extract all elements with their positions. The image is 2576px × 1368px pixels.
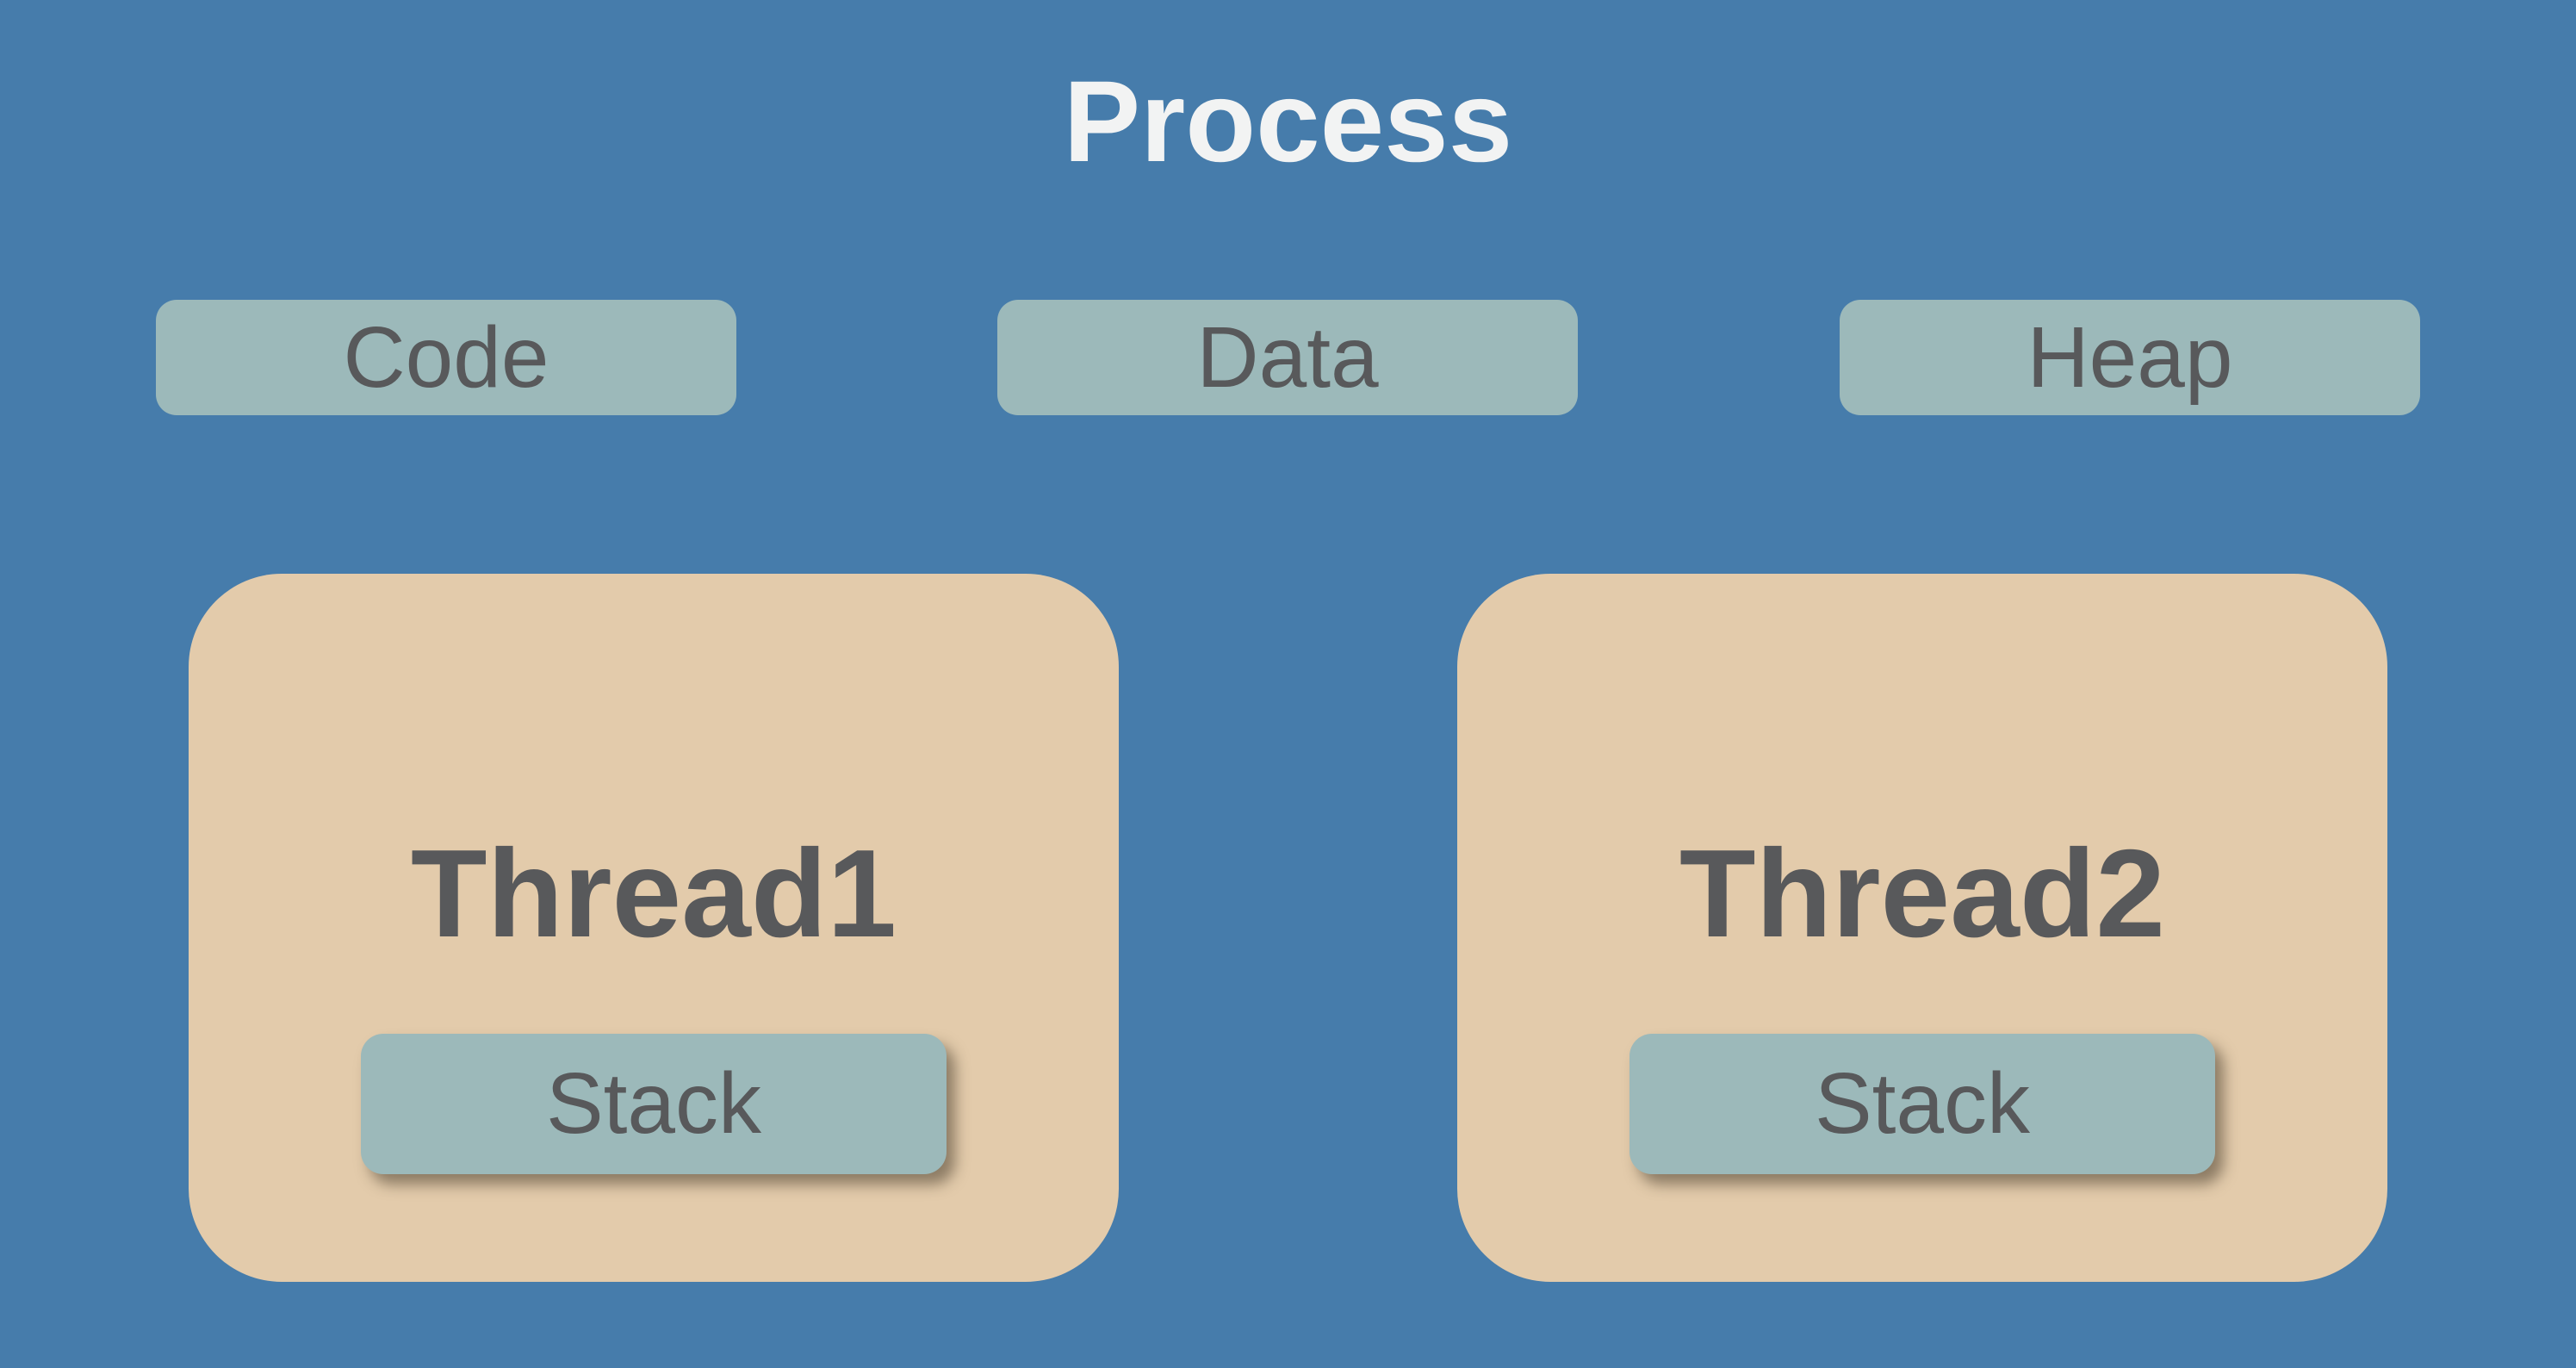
data-box: Data xyxy=(997,300,1578,415)
thread1-stack-box: Stack xyxy=(361,1034,947,1174)
process-title: Process xyxy=(1063,58,1513,186)
thread1-label: Thread1 xyxy=(410,824,897,963)
thread2-stack-label: Stack xyxy=(1814,1055,2031,1152)
heap-label: Heap xyxy=(2027,308,2233,406)
thread2-label: Thread2 xyxy=(1679,824,2166,963)
heap-box: Heap xyxy=(1840,300,2420,415)
thread1-stack-label: Stack xyxy=(545,1055,762,1152)
code-box: Code xyxy=(156,300,736,415)
thread2-box: Thread2 Stack xyxy=(1457,574,2387,1282)
thread1-box: Thread1 Stack xyxy=(189,574,1119,1282)
code-label: Code xyxy=(343,308,549,406)
thread2-stack-box: Stack xyxy=(1629,1034,2215,1174)
data-label: Data xyxy=(1196,308,1379,406)
